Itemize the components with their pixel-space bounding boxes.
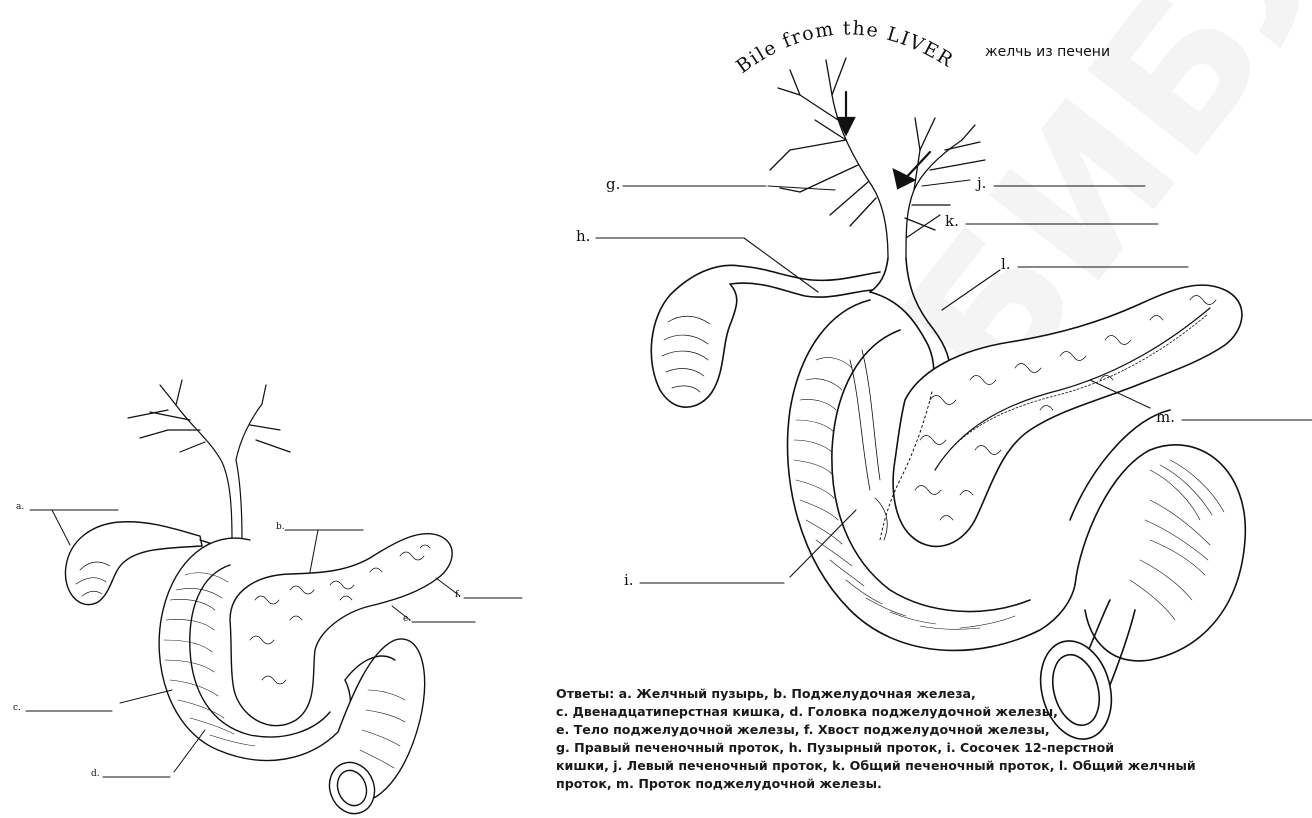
answer-line: g. Правый печеночный проток, h. Пузырный… — [556, 739, 1312, 757]
label-e: e. — [403, 614, 411, 624]
label-a: a. — [16, 502, 24, 512]
label-j: j. — [977, 174, 986, 192]
label-h: h. — [576, 227, 590, 245]
answer-line: проток, m. Проток поджелудочной железы. — [556, 775, 1312, 793]
answer-line: Ответы: a. Желчный пузырь, b. Поджелудоч… — [556, 685, 1312, 703]
large-gallbladder — [651, 265, 740, 407]
label-m: m. — [1156, 408, 1175, 426]
small-diagram — [26, 380, 522, 818]
label-i: i. — [624, 571, 634, 589]
label-f: f. — [455, 590, 461, 600]
label-k: k. — [945, 212, 959, 230]
large-diagram — [596, 58, 1312, 747]
answer-key: Ответы: a. Желчный пузырь, b. Поджелудоч… — [556, 685, 1312, 793]
label-d: d. — [91, 769, 100, 779]
arc-liver-text: Bile from the LIVER — [732, 17, 958, 77]
answer-line: c. Двенадцатиперстная кишка, d. Головка … — [556, 703, 1312, 721]
small-bile-ducts — [128, 380, 290, 540]
label-g: g. — [606, 175, 620, 193]
arc-liver-textpath: Bile from the LIVER — [732, 17, 958, 77]
answer-line: e. Тело поджелудочной железы, f. Хвост п… — [556, 721, 1312, 739]
liver-bile-label: желчь из печени — [985, 44, 1110, 60]
answer-line: кишки, j. Левый печеночный проток, k. Об… — [556, 757, 1312, 775]
label-l: l. — [1001, 255, 1011, 273]
label-b: b. — [276, 522, 285, 532]
label-c: c. — [13, 703, 21, 713]
